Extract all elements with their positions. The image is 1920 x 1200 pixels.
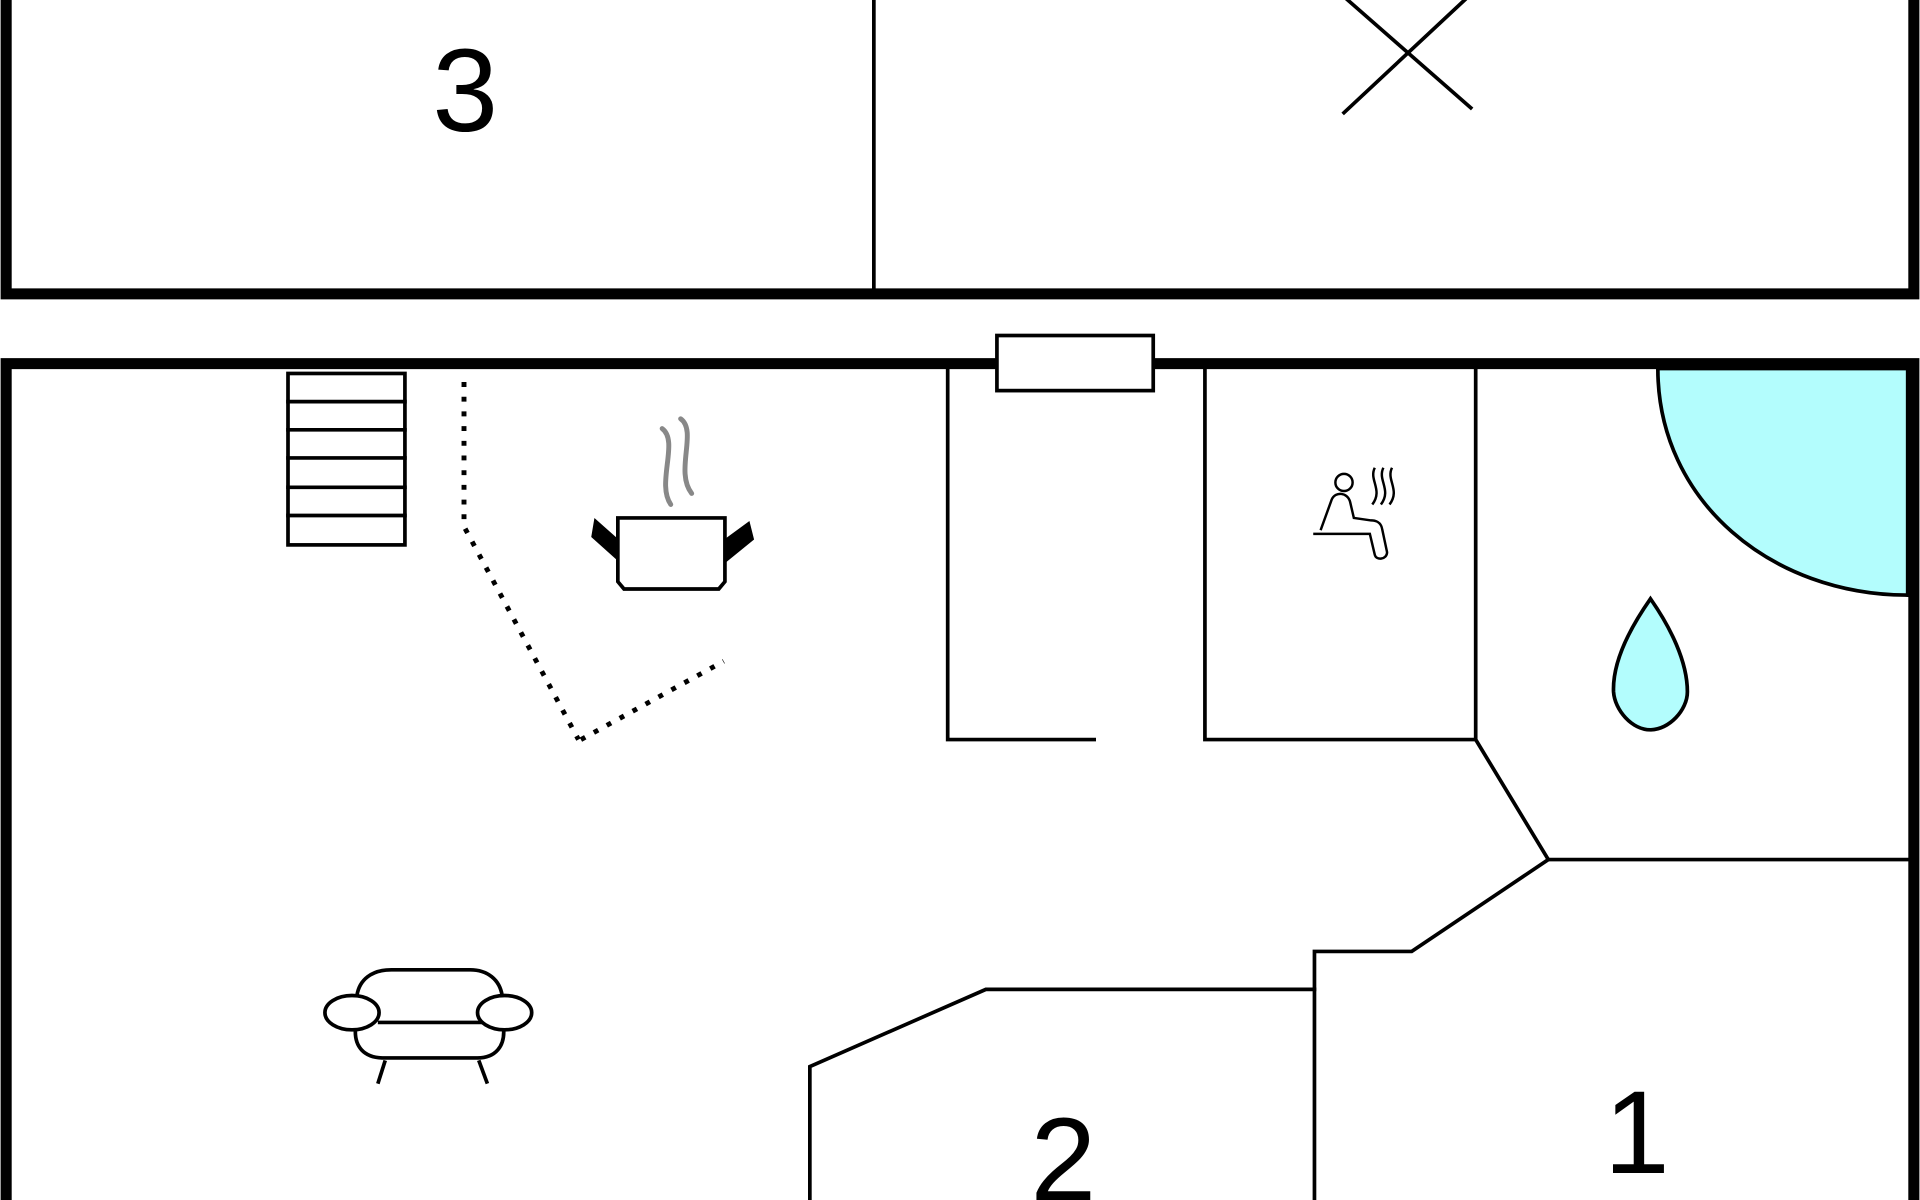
sauna-wall	[1203, 365, 1478, 742]
room-label-3: 3	[432, 24, 498, 156]
room-label-2: 2	[1031, 1093, 1097, 1200]
bathroom-wall	[1473, 737, 1910, 862]
cross-icon	[1341, 0, 1474, 116]
window	[995, 333, 1156, 393]
water-drop-icon	[1611, 595, 1690, 732]
upper-outer-wall	[0, 0, 1920, 300]
closet-wall	[945, 365, 1096, 742]
sauna-icon	[1313, 467, 1395, 560]
lower-outer-wall	[0, 358, 1920, 1200]
armchair-icon	[323, 967, 534, 1085]
bedroom-2-wall	[808, 987, 1317, 1200]
stairs-icon	[286, 371, 407, 547]
lower-floor: 2 1	[0, 333, 1920, 1200]
dashed-counter-line	[461, 382, 725, 742]
room-label-1: 1	[1604, 1066, 1670, 1198]
shower-area	[1655, 366, 1910, 597]
cooking-pot-icon	[591, 416, 755, 591]
upper-floor: 3	[0, 0, 1920, 300]
bedroom-1-wall	[1312, 857, 1551, 1200]
